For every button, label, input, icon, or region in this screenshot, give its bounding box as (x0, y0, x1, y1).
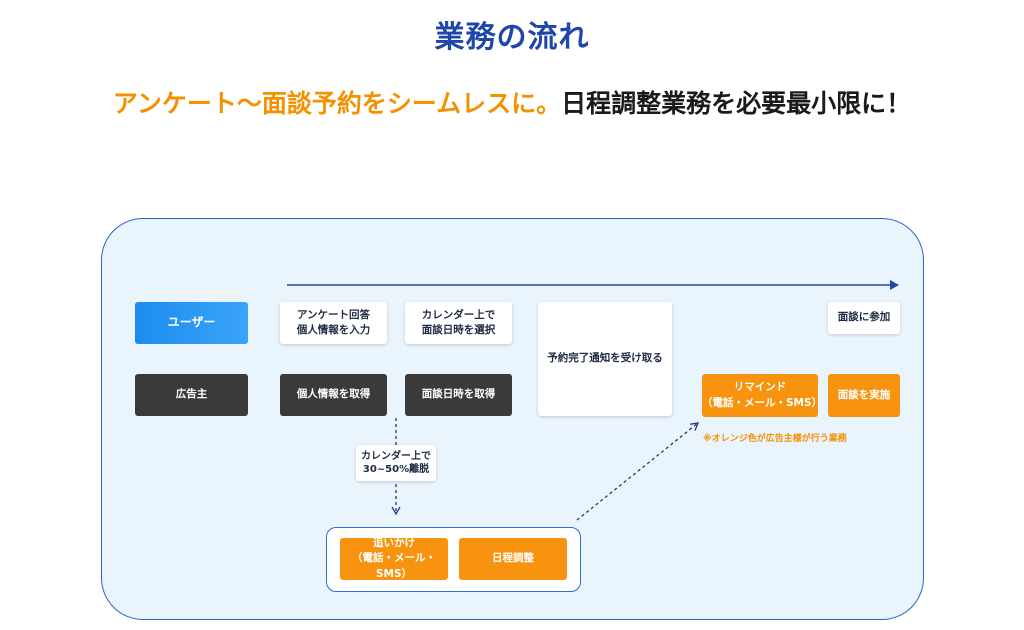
page-subtitle: アンケート〜面談予約をシームレスに。日程調整業務を必要最小限に！ (0, 84, 1024, 120)
user-step-attend: 面談に参加 (828, 302, 900, 334)
user-row-label: ユーザー (135, 302, 248, 344)
dropout-callout: カレンダー上で 30~50%離脱 (356, 445, 436, 481)
subtitle-highlight: アンケート〜面談予約をシームレスに。 (112, 89, 562, 118)
user-step-survey: アンケート回答 個人情報を入力 (280, 302, 387, 344)
orange-legend-note: ※オレンジ色が広告主様が行う業務 (703, 434, 847, 444)
advertiser-step-conduct: 面談を実施 (828, 374, 900, 417)
followup-schedule: 日程調整 (459, 538, 567, 580)
advertiser-row-label: 広告主 (135, 374, 248, 416)
advertiser-step-get-datetime: 面談日時を取得 (405, 374, 512, 416)
subtitle-rest: 日程調整業務を必要最小限に！ (561, 89, 912, 118)
user-step-calendar-select: カレンダー上で 面談日時を選択 (405, 302, 512, 344)
user-step-notification: 予約完了通知を受け取る (538, 302, 672, 416)
followup-dashed-arrow (576, 422, 700, 521)
advertiser-step-reminder: リマインド （電話・メール・SMS） (702, 374, 822, 417)
followup-chase: 追いかけ （電話・メール・SMS） (340, 537, 448, 580)
page-title: 業務の流れ (434, 20, 590, 55)
advertiser-step-get-info: 個人情報を取得 (280, 374, 387, 416)
